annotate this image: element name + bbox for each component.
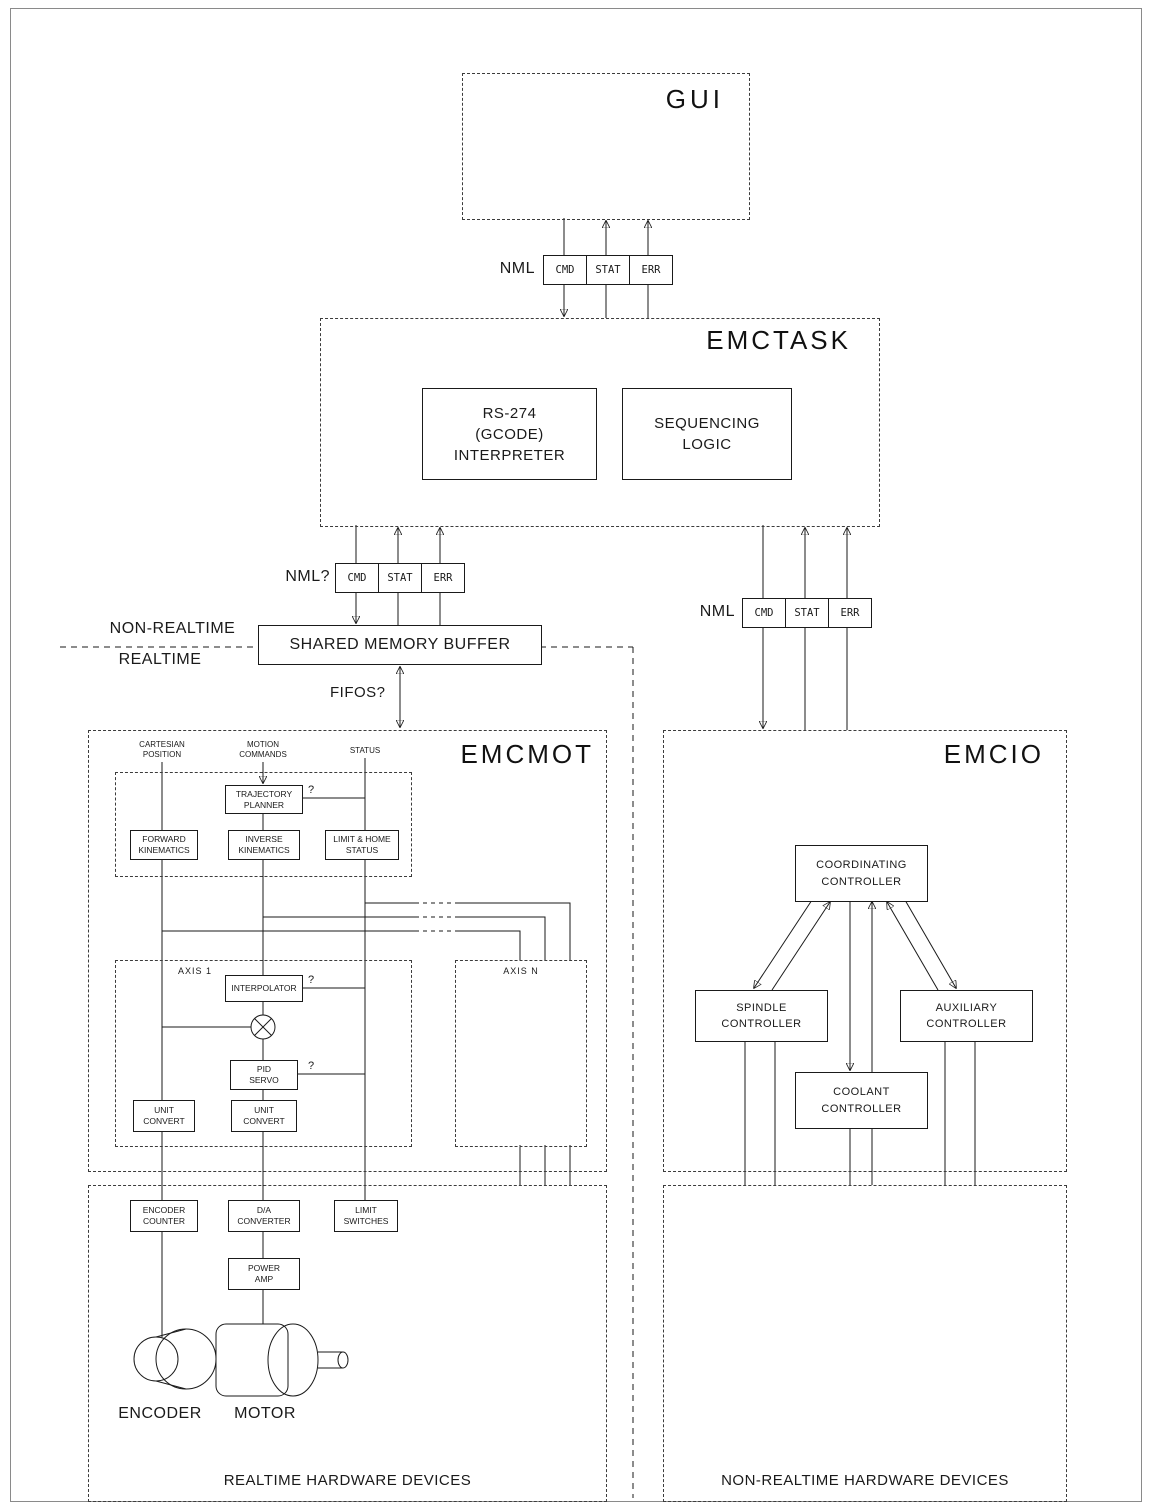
fifos-label: FIFOS?	[330, 684, 386, 701]
emctask-box: EMCTASK	[320, 318, 880, 527]
sequencing-logic-box: SEQUENCING LOGIC	[622, 388, 792, 480]
realtime-label: REALTIME	[118, 651, 202, 668]
nml-left-label: NML?	[285, 568, 330, 585]
axisn-label: AXIS N	[503, 966, 539, 976]
limit-home-status-box: LIMIT & HOME STATUS	[325, 830, 399, 860]
coordinating-controller-box: COORDINATING CONTROLLER	[795, 845, 928, 902]
interpolator-box: INTERPOLATOR	[225, 975, 303, 1002]
nml-right-label: NML	[699, 603, 735, 620]
nml-right-cells: CMD STAT ERR	[742, 598, 872, 628]
nml-top-label: NML	[499, 260, 535, 277]
non-realtime-hardware-box: NON-REALTIME HARDWARE DEVICES	[663, 1185, 1067, 1502]
realtime-hardware-label: REALTIME HARDWARE DEVICES	[223, 1472, 472, 1489]
emcio-title: EMCIO	[943, 739, 1044, 769]
emcmot-title: EMCMOT	[460, 739, 594, 769]
nml-left-stat-cell: STAT	[378, 563, 422, 593]
non-realtime-hardware-label: NON-REALTIME HARDWARE DEVICES	[721, 1472, 1009, 1489]
power-amp-box: POWER AMP	[228, 1258, 300, 1290]
realtime-hardware-box: REALTIME HARDWARE DEVICES	[88, 1185, 607, 1502]
nml-right-stat-cell: STAT	[785, 598, 829, 628]
nml-right-cmd-cell: CMD	[742, 598, 786, 628]
nml-right-err-cell: ERR	[828, 598, 872, 628]
nml-left-cells: CMD STAT ERR	[335, 563, 465, 593]
unit-convert-feedback-box: UNIT CONVERT	[133, 1100, 195, 1132]
emctask-title: EMCTASK	[706, 325, 851, 355]
limit-switches-box: LIMIT SWITCHES	[334, 1200, 398, 1232]
axis1-label: AXIS 1	[178, 966, 213, 976]
forward-kinematics-box: FORWARD KINEMATICS	[130, 830, 198, 860]
encoder-counter-box: ENCODER COUNTER	[130, 1200, 198, 1232]
emcio-box: EMCIO	[663, 730, 1067, 1172]
inverse-kinematics-box: INVERSE KINEMATICS	[228, 830, 300, 860]
encoder-label: ENCODER	[118, 1405, 202, 1422]
motor-label: MOTOR	[234, 1405, 296, 1422]
trajectory-question-mark: ?	[308, 784, 315, 796]
trajectory-planner-box: TRAJECTORY PLANNER	[225, 785, 303, 814]
cartesian-position-label: CARTESIAN POSITION	[139, 740, 185, 760]
axisn-box: AXIS N	[455, 960, 587, 1147]
shared-memory-buffer-box: SHARED MEMORY BUFFER	[258, 625, 542, 665]
status-label: STATUS	[349, 746, 381, 755]
nml-left-err-cell: ERR	[421, 563, 465, 593]
emcmot-box: EMCMOT	[88, 730, 607, 1172]
nml-left-cmd-cell: CMD	[335, 563, 379, 593]
gcode-interpreter-box: RS-274 (GCODE) INTERPRETER	[422, 388, 597, 480]
interpolator-question-mark: ?	[308, 974, 315, 986]
coolant-controller-box: COOLANT CONTROLLER	[795, 1072, 928, 1129]
nml-top-stat-cell: STAT	[586, 255, 630, 285]
motion-commands-label: MOTION COMMANDS	[239, 740, 287, 760]
kinematics-group-box	[115, 772, 412, 877]
gui-title: GUI	[665, 84, 724, 114]
axis1-box: AXIS 1	[115, 960, 412, 1147]
pid-servo-box: PID SERVO	[230, 1060, 298, 1090]
nml-top-cells: CMD STAT ERR	[543, 255, 673, 285]
spindle-controller-box: SPINDLE CONTROLLER	[695, 990, 828, 1042]
gui-box: GUI	[462, 73, 750, 220]
nml-top-cmd-cell: CMD	[543, 255, 587, 285]
nml-top-err-cell: ERR	[629, 255, 673, 285]
unit-convert-output-box: UNIT CONVERT	[231, 1100, 297, 1132]
non-realtime-label: NON-REALTIME	[109, 620, 236, 637]
auxiliary-controller-box: AUXILIARY CONTROLLER	[900, 990, 1033, 1042]
da-converter-box: D/A CONVERTER	[228, 1200, 300, 1232]
pid-question-mark: ?	[308, 1060, 315, 1072]
